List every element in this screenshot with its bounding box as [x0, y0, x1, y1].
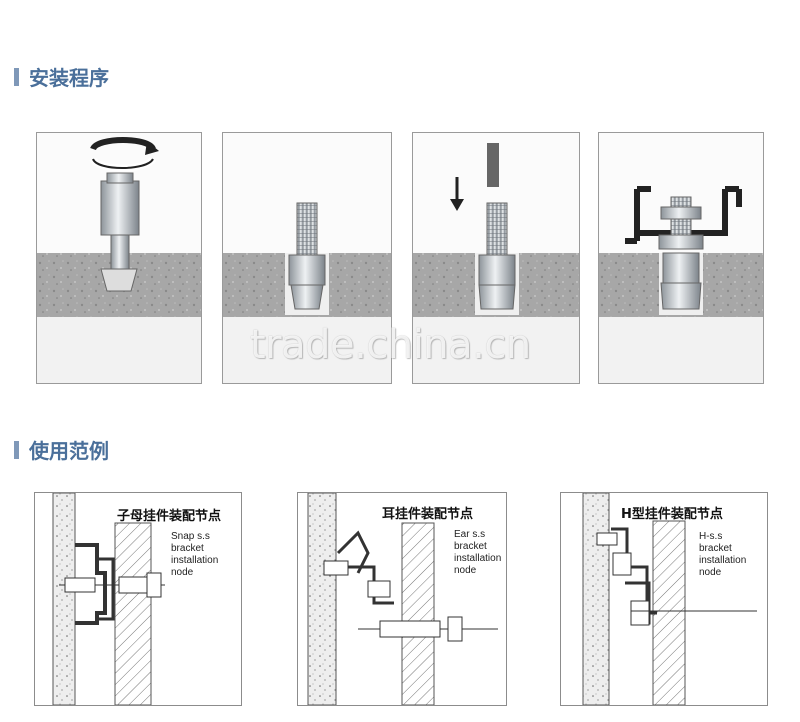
- concrete-wall: [307, 493, 337, 705]
- examples-section-title: 使用范例: [14, 435, 109, 464]
- install-step-1-drill: [36, 132, 202, 384]
- example-cn-title: H型挂件装配节点: [621, 507, 723, 522]
- caption-line: Snap s.s: [171, 531, 210, 542]
- installation-section-title: 安装程序: [14, 62, 109, 91]
- install-step-4-fix: [598, 132, 764, 384]
- example-snap-bracket: 子母挂件装配节点 Snap s.s bracket installation n…: [34, 492, 242, 706]
- down-arrow-icon: [450, 177, 464, 211]
- anchor-bolt-icon: [478, 202, 516, 310]
- example-en-caption: H-s.s bracket installation node: [699, 531, 746, 579]
- caption-line: installation: [454, 553, 502, 564]
- install-step-2-insert: [222, 132, 392, 384]
- caption-line: node: [454, 565, 477, 576]
- setting-tool-icon: [100, 172, 140, 292]
- stone-panel: [401, 522, 435, 705]
- title-bar-marker: [14, 440, 19, 459]
- stone-panel: [114, 522, 152, 705]
- install-step-3-set: [412, 132, 580, 384]
- example-h-bracket: H型挂件装配节点 H-s.s bracket installation node: [560, 492, 768, 706]
- caption-line: H-s.s: [699, 531, 723, 542]
- example-cn-title: 子母挂件装配节点: [117, 509, 222, 524]
- concrete-wall: [52, 493, 76, 705]
- rotation-arrow-icon: [90, 137, 156, 151]
- anchor-bolt-icon: [288, 202, 326, 310]
- anchor-bolt-icon: [658, 196, 704, 310]
- example-en-caption: Ear s.s bracket installation node: [454, 529, 501, 577]
- caption-line: bracket: [454, 541, 487, 552]
- caption-line: bracket: [699, 543, 732, 554]
- example-cn-title: 耳挂件装配节点: [382, 507, 474, 522]
- installation-title-text: 安装程序: [29, 66, 109, 90]
- concrete-wall: [582, 493, 610, 705]
- caption-line: installation: [699, 555, 747, 566]
- caption-line: bracket: [171, 543, 204, 554]
- caption-line: node: [699, 567, 722, 578]
- caption-line: Ear s.s: [454, 529, 486, 540]
- example-ear-bracket: 耳挂件装配节点 Ear s.s bracket installation nod…: [297, 492, 507, 706]
- title-bar-marker: [14, 67, 19, 86]
- punch-tool-icon: [487, 143, 499, 187]
- stone-panel: [652, 520, 686, 705]
- example-en-caption: Snap s.s bracket installation node: [171, 531, 218, 579]
- caption-line: installation: [171, 555, 219, 566]
- examples-title-text: 使用范例: [29, 439, 109, 463]
- caption-line: node: [171, 567, 194, 578]
- watermark-text: trade.china.cn: [250, 322, 531, 368]
